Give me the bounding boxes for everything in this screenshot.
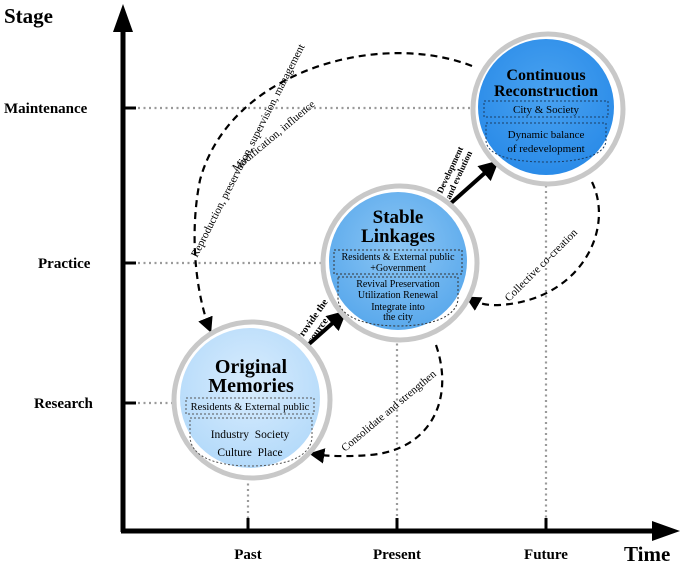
stable-actions-box <box>337 276 459 327</box>
stable-linkages-node: Stable Linkages Residents & External pub… <box>320 183 480 343</box>
stable-actors-line2: +Government <box>370 263 426 274</box>
stable-actions-line3: Integrate into <box>371 302 425 313</box>
continuous-title-line1: Continuous <box>506 67 585 84</box>
stable-actors-line1: Residents & External public <box>341 252 455 263</box>
guide-lines <box>138 106 548 528</box>
consolidate-label: Consolidate and strengthen <box>339 368 439 454</box>
y-axis-arrowhead <box>113 4 133 32</box>
y-label-practice: Practice <box>38 256 91 272</box>
feedback-arrows <box>193 52 601 464</box>
collective-arrow <box>465 181 601 311</box>
x-axis-arrowhead <box>652 521 680 541</box>
stable-actions-line2: Utilization Renewal <box>358 290 438 301</box>
original-title-line2: Memories <box>208 375 294 397</box>
original-elements-line1: Industry Society <box>211 429 290 441</box>
original-title-line1: Original <box>215 356 288 378</box>
development-label: Development and evolution <box>434 143 475 201</box>
continuous-circle <box>478 39 614 175</box>
x-label-present: Present <box>373 547 421 563</box>
continuous-goal-box <box>485 122 607 163</box>
stable-title-line2: Linkages <box>361 226 435 247</box>
x-label-future: Future <box>524 547 568 563</box>
consolidate-arrow <box>308 344 444 464</box>
x-axis-title: Time <box>624 542 670 563</box>
original-elements-box <box>189 417 313 467</box>
stable-circle <box>329 192 467 330</box>
continuous-goal-line2: of redevelopment <box>507 143 584 155</box>
continuous-title-line2: Reconstruction <box>494 83 598 100</box>
y-axis-title: Stage <box>4 4 53 28</box>
y-label-maintenance: Maintenance <box>4 101 88 117</box>
continuous-actors-box <box>483 100 609 118</box>
original-memories-node: Original Memories Residents & External p… <box>171 319 333 481</box>
continuous-goal-line1: Dynamic balance <box>508 129 585 141</box>
original-elements-line2: Culture Place <box>217 447 282 459</box>
stable-actions-line4: the city <box>383 312 413 323</box>
continuous-actors: City & Society <box>513 104 580 116</box>
continuous-reconstruction-node: Continuous Reconstruction City & Society… <box>470 31 626 187</box>
original-actors: Residents & External public <box>191 402 310 413</box>
development-arrow <box>448 160 499 206</box>
x-label-past: Past <box>234 547 262 563</box>
stable-actions-line1: Revival Preservation <box>356 279 440 290</box>
collective-label: Collective co-creation <box>503 226 581 304</box>
stable-title-line1: Stable <box>373 207 424 228</box>
stable-actors-box <box>333 249 463 275</box>
original-actors-box <box>185 397 315 415</box>
axes <box>113 4 680 541</box>
y-label-research: Research <box>34 396 94 412</box>
